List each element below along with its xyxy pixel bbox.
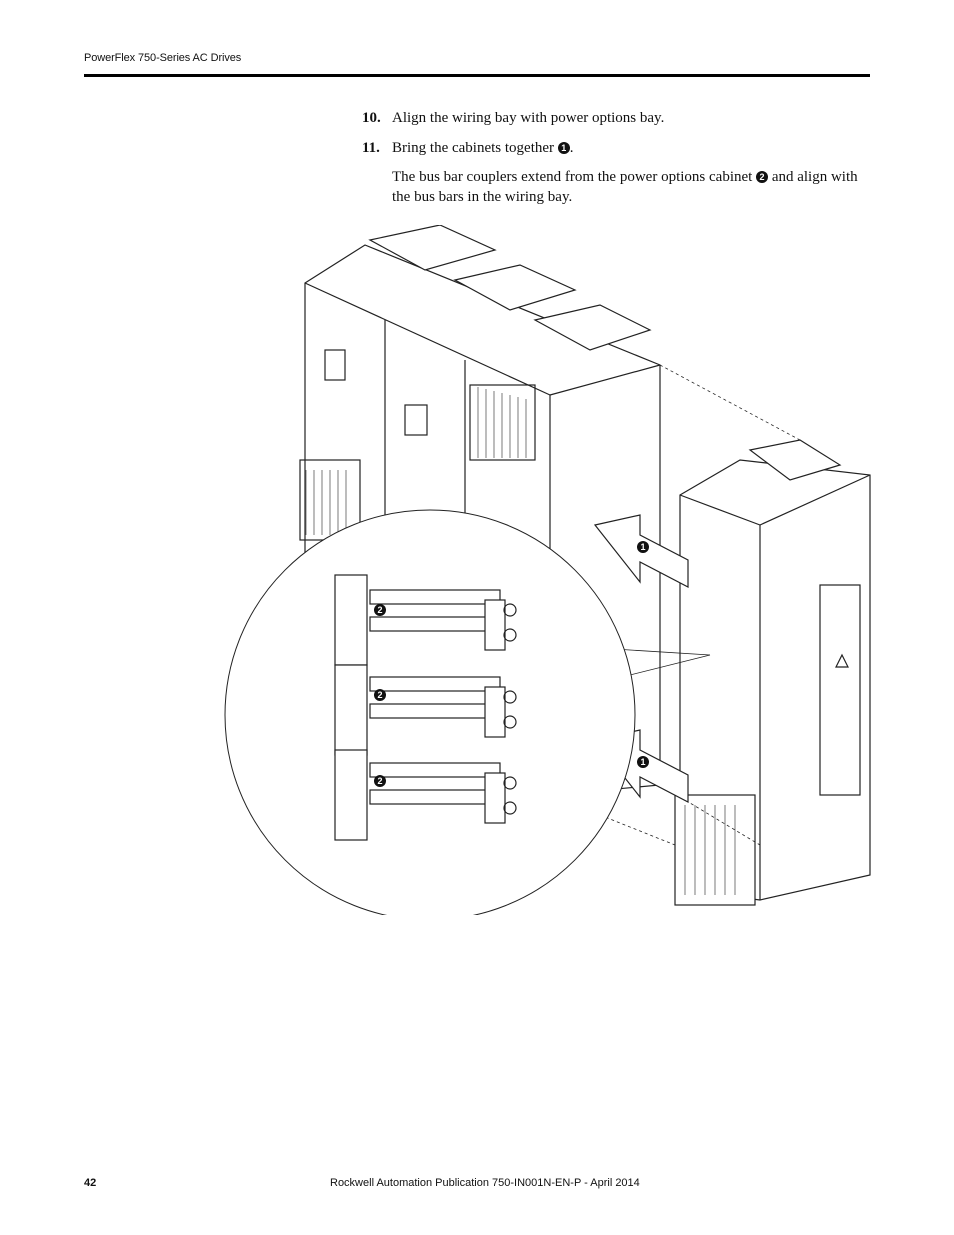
- step-number: 10.: [362, 110, 381, 126]
- step-text: Align the wiring bay with power options …: [392, 110, 665, 126]
- bus-bar-coupler-c: [334, 749, 517, 841]
- step-11: 11. Bring the cabinets together 1.: [362, 138, 574, 158]
- callout-2-a: 2: [377, 605, 382, 615]
- callout-marker-2: 2: [756, 171, 769, 183]
- step-text: Bring the cabinets together: [392, 140, 555, 156]
- page-header-title: PowerFlex 750-Series AC Drives: [84, 52, 242, 64]
- callout-1-bottom: 1: [640, 757, 645, 767]
- step-10: 10. Align the wiring bay with power optio…: [362, 108, 664, 128]
- step-note: The bus bar couplers extend from the pow…: [392, 167, 868, 207]
- step-number: 11.: [362, 140, 380, 156]
- bus-bar-coupler-b: [334, 664, 517, 756]
- header-rule: [84, 74, 870, 77]
- publication-info: Rockwell Automation Publication 750-IN00…: [330, 1177, 640, 1189]
- cabinet-assembly-figure: 1 1 2 2 2: [224, 225, 871, 915]
- step-end: .: [569, 140, 574, 156]
- page-number: 42: [84, 1177, 97, 1189]
- callout-marker-1: 1: [557, 142, 570, 154]
- callout-1-top: 1: [640, 542, 645, 552]
- note-text-part1: The bus bar couplers extend from the pow…: [392, 169, 753, 185]
- callout-2-b: 2: [377, 690, 382, 700]
- callout-2-c: 2: [377, 776, 382, 786]
- note-text-part2: and align with the bus bars in the wirin…: [392, 169, 858, 205]
